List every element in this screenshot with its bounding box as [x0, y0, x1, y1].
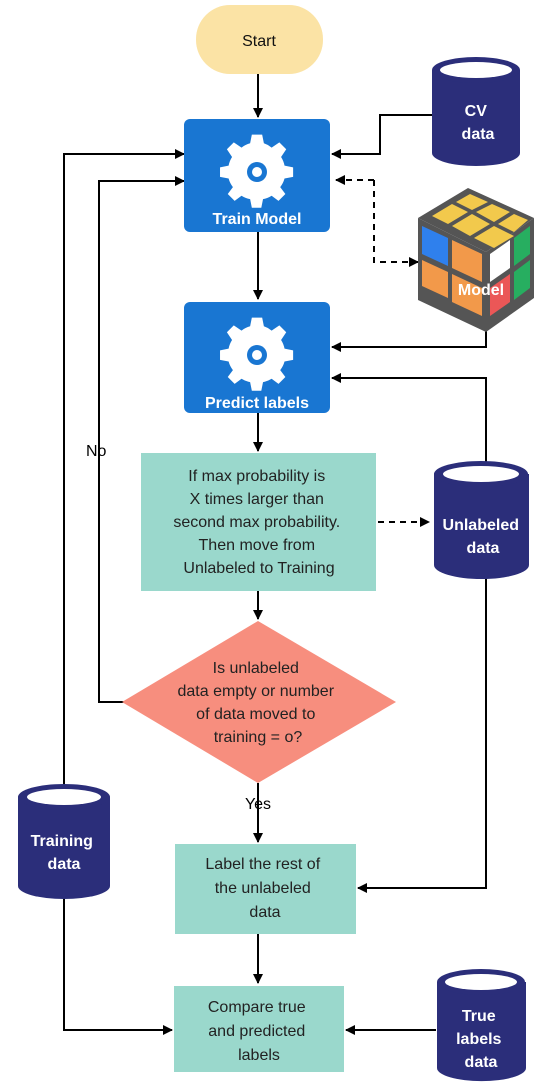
training-data-line: data: [48, 856, 81, 873]
train-model-label: Train Model: [213, 211, 302, 228]
start-label: Start: [242, 33, 276, 50]
move-rule-line: second max probability.: [173, 514, 340, 531]
true-labels-database: True labels data: [437, 969, 526, 1082]
svg-text:Compare true and predict: Compare true and predicted labels: [208, 999, 310, 1064]
unlabeled-data-database: Unlabeled data: [434, 461, 529, 580]
true-labels-line: labels: [456, 1031, 501, 1048]
cv-data-line: CV: [465, 103, 488, 120]
model-cube: Model: [418, 188, 534, 332]
model-label: Model: [458, 282, 504, 299]
predict-labels-label: Predict labels: [205, 395, 309, 412]
edge-training-train: [63, 149, 185, 787]
move-rule-line: Then move from: [199, 537, 315, 554]
edge-unlabeled-labelrest: [357, 578, 487, 893]
edge-model-predict: [331, 322, 487, 352]
compare-node: Compare true and predicted labels: [174, 986, 344, 1072]
move-rule-line: If max probability is: [188, 468, 325, 485]
unlabeled-data-line: Unlabeled: [443, 517, 519, 534]
compare-line: labels: [238, 1047, 280, 1064]
train-model-node: Train Model: [184, 119, 330, 232]
compare-line: Compare true: [208, 999, 306, 1016]
edge-decision-no-train: [98, 176, 185, 703]
svg-text:Unlabeled data: Unlabeled data: [443, 517, 524, 557]
edge-unlabeled-predict: [331, 373, 487, 462]
decision-node: Is unlabeled data empty or number of dat…: [122, 621, 396, 783]
training-data-line: Training: [31, 833, 93, 850]
svg-text:Is unlabeled data empty: Is unlabeled data empty or number of dat…: [178, 660, 339, 746]
unlabeled-data-line: data: [467, 540, 500, 557]
edge-cv-train: [331, 114, 432, 159]
training-data-database: Training data: [18, 784, 110, 899]
edge-train-model-dashed: [373, 180, 419, 267]
decision-line: Is unlabeled: [213, 660, 299, 677]
rubiks-cube-icon: [418, 188, 534, 332]
svg-text:Label the rest of the un: Label the rest of the unlabeled data: [205, 856, 324, 921]
move-rule-line: X times larger than: [190, 491, 324, 508]
cv-data-line: data: [462, 126, 495, 143]
svg-text:If max probability is X: If max probability is X times larger tha…: [173, 468, 344, 577]
label-rest-line: the unlabeled: [215, 880, 311, 897]
move-rule-line: Unlabeled to Training: [183, 560, 334, 577]
decision-line: of data moved to: [196, 706, 315, 723]
edge-label-yes: Yes: [245, 796, 271, 813]
svg-text:Training data: Training data: [31, 833, 98, 873]
label-rest-line: Label the rest of: [205, 856, 320, 873]
svg-text:CV data: CV data: [462, 103, 495, 143]
true-labels-line: True: [462, 1008, 496, 1025]
compare-line: and predicted: [208, 1023, 305, 1040]
true-labels-line: data: [465, 1054, 498, 1071]
decision-line: data empty or number: [178, 683, 335, 700]
cv-data-database: CV data: [432, 57, 520, 166]
svg-text:True labels data: True labels data: [456, 1008, 506, 1071]
predict-labels-node: Predict labels: [184, 302, 330, 413]
label-rest-node: Label the rest of the unlabeled data: [175, 844, 356, 934]
edge-training-compare: [63, 897, 173, 1035]
move-rule-node: If max probability is X times larger tha…: [141, 453, 376, 591]
decision-line: training = o?: [214, 729, 303, 746]
edge-label-no: No: [86, 443, 107, 460]
start-node: Start: [196, 5, 323, 74]
label-rest-line: data: [249, 904, 280, 921]
edges: [63, 74, 487, 1035]
